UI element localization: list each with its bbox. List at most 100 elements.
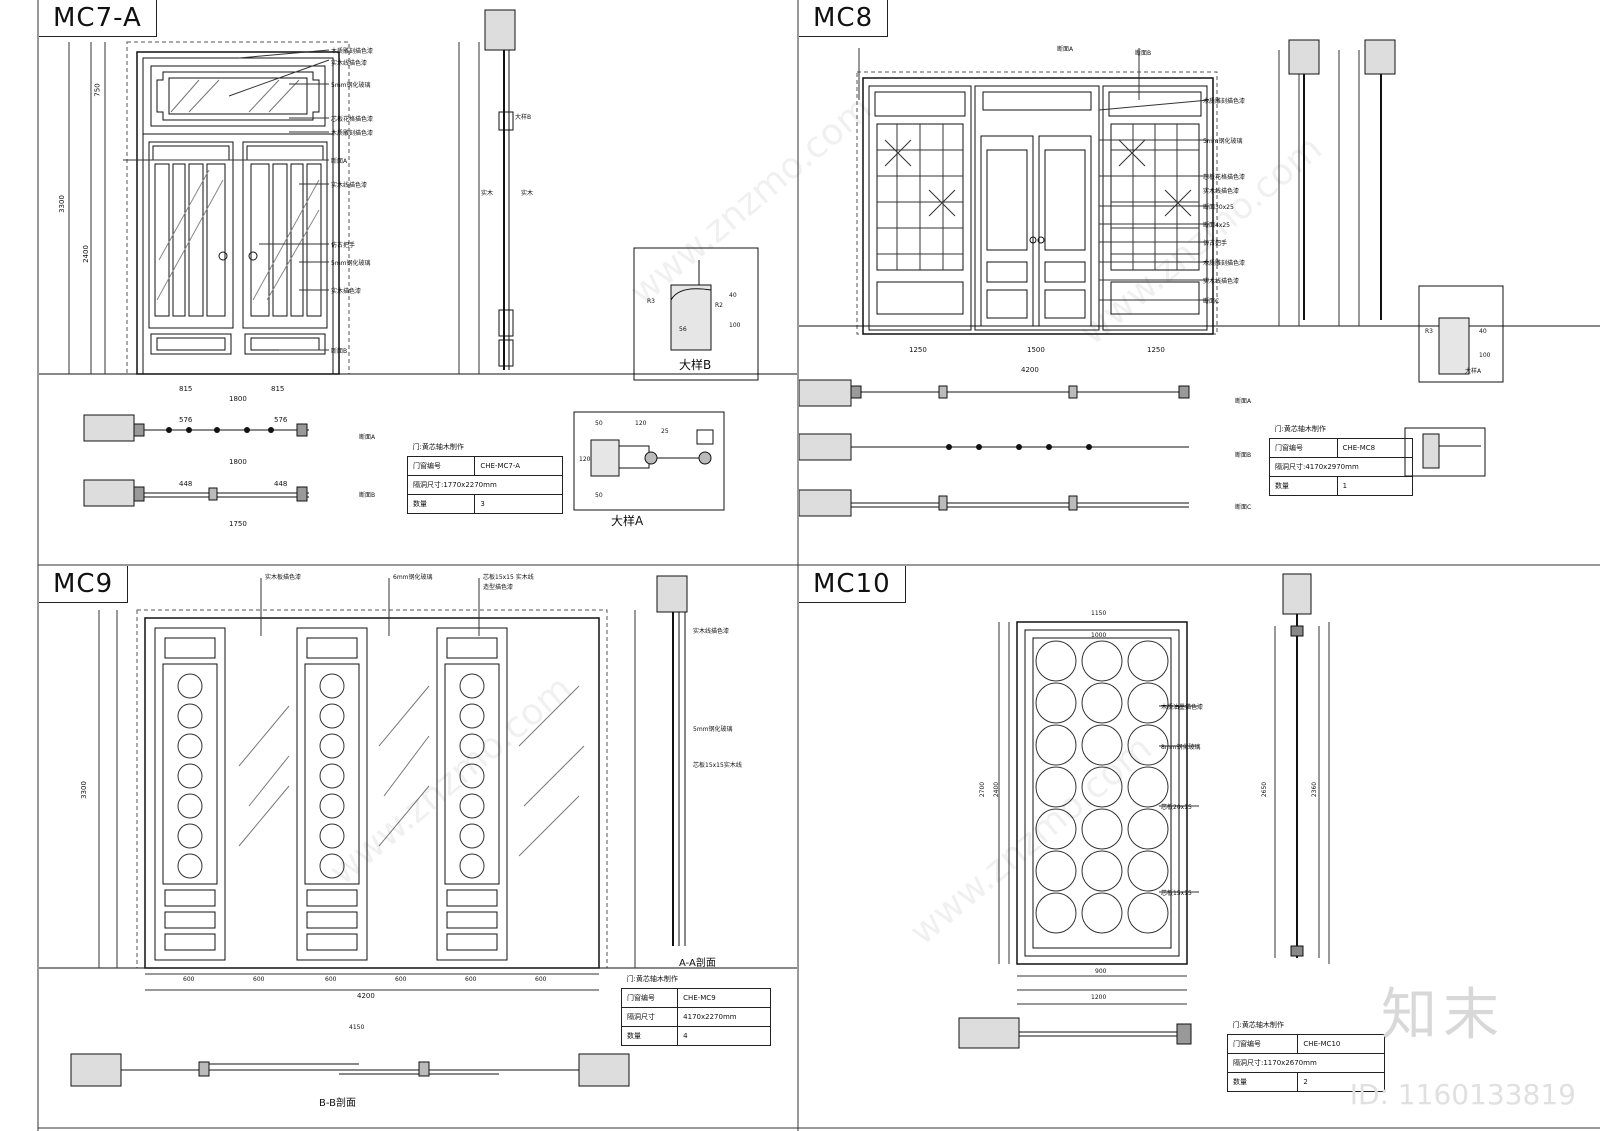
mc8-note-9: 木质雕刻描色漆 <box>1203 260 1246 267</box>
mc7-detail-b-d3: R3 <box>647 298 655 305</box>
mc8-note-7: 断面4x25 <box>1203 222 1231 229</box>
mc9-dim-p6: 600 <box>535 976 547 983</box>
mc8-note-8: 仿古把手 <box>1203 240 1228 247</box>
mc10-table-title: 门:黄芯轴木制作 <box>1232 1021 1284 1029</box>
mc7-dim-w-half-left: 815 <box>179 385 193 393</box>
mc7-dim-s2-left: 448 <box>179 480 193 488</box>
mc7-detail-a-title: 大样A <box>611 514 644 528</box>
mc7-note-8: 5mm钢化玻璃 <box>331 260 371 267</box>
mc10-coin-lattice <box>1035 640 1169 934</box>
mc7-dim-s2-right: 448 <box>274 480 288 488</box>
mc9-note-1: 6mm钢化玻璃 <box>393 574 433 581</box>
mc7-dim-w-total-2: 1800 <box>229 458 247 466</box>
mc8-table-r3-v: 1 <box>1336 476 1414 496</box>
mc10-note-2: 芯板20x15 <box>1161 804 1192 811</box>
mc7-note-1: 实木线描色漆 <box>331 60 368 67</box>
mc8-table-title: 门:黄芯轴木制作 <box>1274 425 1326 433</box>
mc7-dim-s1-left: 576 <box>179 416 193 424</box>
mc9-note-2: 芯板15x15 实木线 <box>483 574 534 581</box>
mc10-table-r1-k: 门窗编号 <box>1226 1034 1299 1054</box>
mc8-section-c: 断面C <box>1235 504 1252 511</box>
panel-title-mc10: MC10 <box>799 566 906 603</box>
mc10-note-0: 木质油墨描色漆 <box>1161 704 1204 711</box>
panel-title-mc8: MC8 <box>799 0 889 37</box>
mc7-detail-b-d1: 40 <box>729 292 737 299</box>
mc8-note-2: 木质雕刻描色漆 <box>1203 98 1246 105</box>
mc9-dim-h: 3300 <box>79 781 88 799</box>
mc7-dim-s1-right: 576 <box>274 416 288 424</box>
mc7-detail-b-d5: 56 <box>679 326 687 333</box>
mc8-table-r1-k: 门窗编号 <box>1269 438 1338 458</box>
mc8-note-11: 断面C <box>1203 298 1220 305</box>
mc9-note-5: 5mm钢化玻璃 <box>693 726 733 733</box>
mc7a-drawing <box>39 9 797 511</box>
mc9-dim-w2: 4150 <box>349 1024 365 1031</box>
mc9-dim-p5: 600 <box>465 976 477 983</box>
mc9-drawing <box>39 575 797 1087</box>
mc8-note-0: 断面A <box>1057 46 1074 53</box>
mc7-detail-b-d4: R2 <box>715 302 723 309</box>
mc10-note-3: 芯板15x15 <box>1161 890 1192 897</box>
mc8-note-10: 实木线描色漆 <box>1203 278 1240 285</box>
mc9-note-4: 实木线描色漆 <box>693 628 730 635</box>
mc9-dim-p1: 600 <box>183 976 195 983</box>
mc9-table-r1-k: 门窗编号 <box>620 988 679 1008</box>
mc8-table-r1-v: CHE-MC8 <box>1336 438 1414 458</box>
mc10-dim-w-1200: 1200 <box>1091 994 1107 1001</box>
mc7-dim-h2: 2400 <box>81 245 90 263</box>
brand-logo: 知末 <box>1381 983 1505 1048</box>
mc9-dim-p4: 600 <box>395 976 407 983</box>
mc10-table-r3-k: 数量 <box>1226 1072 1299 1092</box>
mc9-dim-p3: 600 <box>325 976 337 983</box>
mc7-note-0: 木质雕刻描色漆 <box>331 48 374 55</box>
mc10-dim-w-inner: 1000 <box>1091 632 1107 639</box>
image-id-label: ID: 1160133819 <box>1349 1078 1576 1111</box>
mc8-detail-d3: R3 <box>1425 328 1433 335</box>
mc7-detail-a-d5: 120 <box>579 456 591 463</box>
mc9-table-r2-v: 4170x2270mm <box>677 1007 771 1027</box>
mc7-dim-w-total: 1800 <box>229 395 247 403</box>
mc8-dim-w-total: 4200 <box>1021 366 1039 374</box>
mc9-dim-w: 4200 <box>357 992 375 1000</box>
mc8-dim-w-seg-left: 1250 <box>909 346 927 354</box>
mc10-note-1: 8mm钢化玻璃 <box>1161 744 1201 751</box>
mc8-table-r3-k: 数量 <box>1269 476 1338 496</box>
mc10-table-r3-v: 2 <box>1297 1072 1385 1092</box>
mc8-detail-title: 大样A <box>1465 368 1482 375</box>
mc7-note-7: 仿古把手 <box>331 242 356 249</box>
mc7-side-note-1: 实木 <box>481 190 494 197</box>
mc10-dim-w-top: 1150 <box>1091 610 1107 617</box>
mc7-note-10: 断面B <box>331 348 348 355</box>
mc8-note-6: 断面30x25 <box>1203 204 1234 211</box>
mc9-note-3: 造型描色漆 <box>483 584 514 591</box>
mc7-detail-a-d1: 50 <box>595 420 603 427</box>
mc8-table-r2-k: 隔洞尺寸:4170x2970mm <box>1269 457 1413 477</box>
mc9-table-title: 门:黄芯轴木制作 <box>626 975 678 983</box>
mc9-note-0: 实木板描色漆 <box>265 574 302 581</box>
mc7-table-title: 门:黄芯轴木制作 <box>412 443 464 451</box>
mc10-drawing <box>958 573 1330 1049</box>
mc10-table-r2-k: 隔洞尺寸:1170x2670mm <box>1227 1053 1385 1073</box>
mc7-detail-a-d4: 50 <box>595 492 603 499</box>
mc8-dim-w-seg-right: 1250 <box>1147 346 1165 354</box>
mc8-note-3: 5mm钢化玻璃 <box>1203 138 1243 145</box>
mc8-detail-d1: 40 <box>1479 328 1487 335</box>
mc7-note-4: 木质雕刻描色漆 <box>331 130 374 137</box>
panel-mc7a: MC7-A <box>39 0 797 564</box>
mc7-dim-h1: 3300 <box>57 195 66 213</box>
mc10-table-r1-v: CHE-MC10 <box>1297 1034 1385 1054</box>
mc8-section-a: 断面A <box>1235 398 1252 405</box>
mc7-dim-h3: 750 <box>93 83 102 97</box>
mc7-section-b-label: 断面B <box>359 492 376 499</box>
mc8-note-1: 断面B <box>1135 50 1152 57</box>
mc7-dim-w-half-right: 815 <box>271 385 285 393</box>
mc10-dim-h-inner: 2400 <box>993 781 1001 798</box>
mc7-dim-w-tot2: 1750 <box>229 520 247 528</box>
mc9-table-r2-k: 隔洞尺寸 <box>620 1007 679 1027</box>
mc10-dim-w-mid: 900 <box>1095 968 1107 975</box>
